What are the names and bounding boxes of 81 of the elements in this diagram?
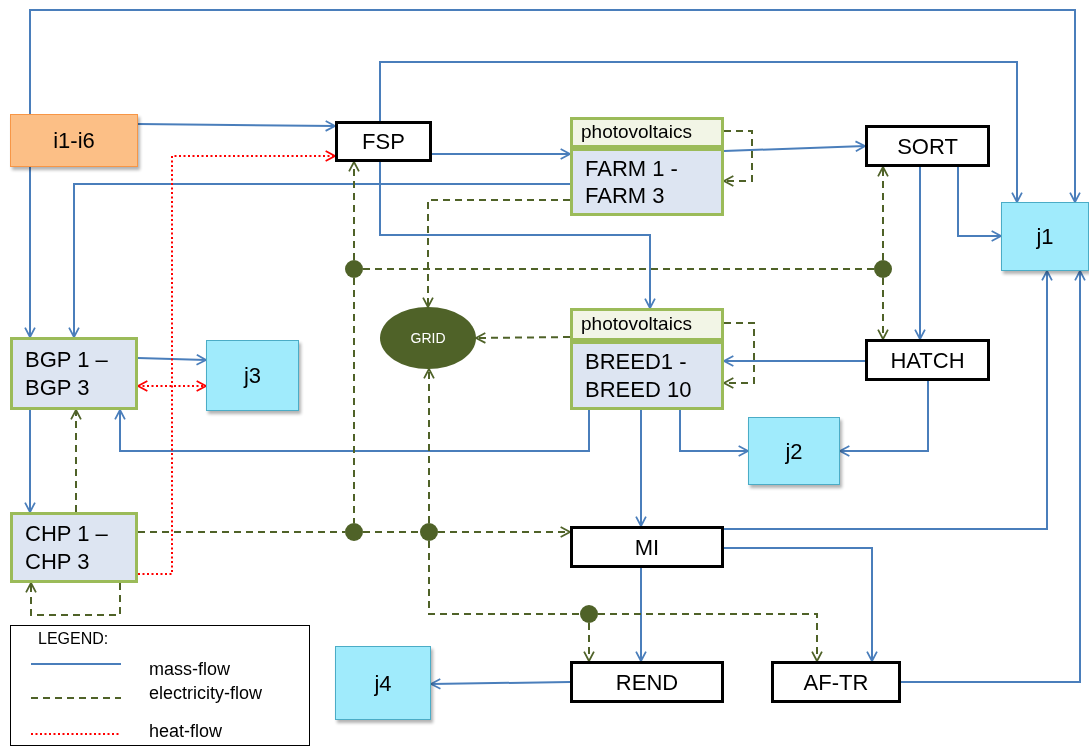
facility-box	[570, 341, 724, 410]
connector-line	[362, 268, 875, 270]
connector-line	[362, 531, 421, 533]
node-label: j2	[785, 437, 803, 466]
node-label: j3	[243, 362, 262, 390]
process-box	[865, 125, 990, 167]
process-box	[865, 339, 990, 381]
facility-box	[10, 512, 138, 583]
node-label: MI	[634, 533, 660, 562]
arrow	[430, 678, 571, 690]
process-box	[570, 661, 724, 703]
node-label: REND	[615, 668, 679, 697]
legend-label: heat-flow	[149, 720, 223, 743]
arrow	[723, 322, 755, 389]
output-box	[748, 417, 840, 485]
node-label: AF-TR	[803, 668, 869, 697]
arrow	[597, 613, 823, 662]
connector-line	[428, 540, 581, 615]
arrow	[348, 161, 360, 261]
legend-label: electricity-flow	[149, 682, 263, 705]
facility-box	[570, 148, 724, 216]
arrow	[68, 183, 571, 338]
node-label: BGP 1 – BGP 3	[25, 346, 109, 401]
arrow	[723, 130, 753, 187]
arrow	[475, 332, 571, 344]
arrow	[137, 380, 207, 392]
node-label: CHP 1 – CHP 3	[25, 520, 109, 575]
arrow	[877, 277, 889, 340]
node-label: SORT	[897, 132, 958, 161]
node-label: j1	[1036, 223, 1054, 251]
input-box	[10, 114, 138, 167]
node-label: FARM 1 - FARM 3	[585, 154, 679, 210]
node-label: i1-i6	[53, 127, 95, 155]
arrow	[437, 526, 571, 538]
node-label: j4	[374, 669, 392, 698]
facility-box	[10, 337, 138, 410]
arrow	[137, 150, 336, 575]
arrow	[137, 120, 336, 132]
arrow	[723, 355, 866, 367]
node-label: BREED1 - BREED 10	[585, 348, 693, 403]
arrow	[431, 148, 571, 160]
arrow	[900, 270, 1086, 683]
arrow	[24, 166, 36, 338]
arrow	[423, 368, 435, 524]
output-box	[206, 340, 299, 411]
photovoltaics-band	[570, 308, 724, 341]
arrow	[635, 567, 647, 662]
arrow	[723, 547, 878, 662]
node-label: photovoltaics	[581, 312, 692, 337]
arrow	[137, 353, 207, 366]
arrow	[679, 409, 749, 457]
legend-title: LEGEND:	[38, 629, 109, 649]
arrow	[635, 409, 647, 527]
arrow	[877, 166, 889, 261]
connector-line	[137, 531, 346, 533]
arrow	[839, 380, 929, 457]
arrow	[422, 199, 571, 308]
output-box	[1001, 202, 1089, 271]
arrow	[70, 409, 82, 513]
arrow	[723, 270, 1053, 530]
arrow	[29, 9, 1081, 203]
arrow	[914, 166, 926, 340]
node-label: FSP	[362, 128, 405, 156]
node-label: GRID	[410, 328, 446, 348]
legend-label: mass-flow	[149, 658, 230, 681]
arrow	[957, 166, 1002, 242]
process-box	[771, 661, 901, 703]
process-box	[335, 121, 432, 162]
arrow	[114, 409, 590, 452]
photovoltaics-band	[570, 117, 724, 148]
arrow	[583, 622, 595, 662]
arrow	[723, 140, 866, 153]
arrow	[25, 582, 121, 616]
output-box	[335, 646, 431, 720]
connector-line	[353, 277, 355, 524]
node-label: photovoltaics	[581, 120, 692, 145]
node-label: HATCH	[890, 346, 965, 375]
process-box	[570, 526, 724, 568]
arrow	[379, 161, 656, 309]
arrow	[379, 61, 1023, 203]
arrow	[24, 409, 36, 513]
